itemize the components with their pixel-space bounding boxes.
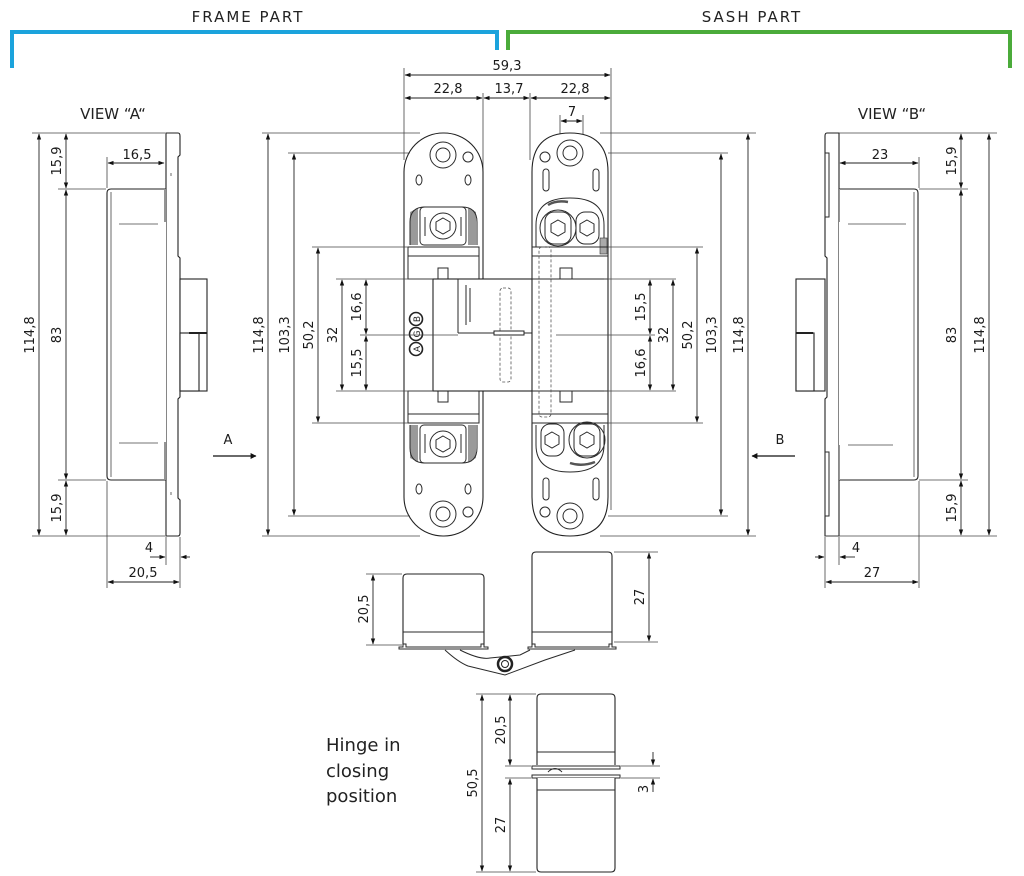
view-b-dim-flange: 4 — [852, 541, 860, 556]
dim-frame-width: 22,8 — [434, 82, 463, 97]
view-a-dim-total-height: 114,8 — [23, 316, 38, 353]
dim-gap-width: 13,7 — [495, 82, 524, 97]
frame-front-dimensions: 114,8 103,3 50,2 32 16,6 15,5 — [252, 132, 458, 537]
view-b-dim-bottom-margin: 15,9 — [945, 494, 960, 523]
dim-total-width: 59,3 — [493, 59, 522, 74]
view-b-title: VIEW “B“ — [858, 105, 926, 123]
view-b-dim-body-height: 83 — [945, 327, 960, 344]
dim-sash-width: 22,8 — [561, 82, 590, 97]
agb-logo: B G A — [408, 311, 424, 357]
closing-note-line-2: closing — [326, 761, 389, 782]
view-b: VIEW “B“ 114,8 15,9 83 15,9 23 4 — [751, 105, 997, 588]
frame-dim-total: 114,8 — [252, 316, 267, 353]
view-b-dim-top-margin: 15,9 — [945, 147, 960, 176]
hinge-open-view: 20,5 27 — [357, 551, 658, 676]
closed-dim-frame-depth: 20,5 — [494, 716, 509, 745]
closing-note-line-3: position — [326, 786, 397, 807]
view-a: VIEW “A“ 114,8 15,9 83 15,9 16,5 — [23, 105, 257, 588]
view-b-arrow-label: B — [776, 433, 785, 448]
closing-note-line-1: Hinge in — [326, 735, 401, 756]
sash-dim-upper: 15,5 — [634, 293, 649, 322]
frame-part-label: FRAME PART — [192, 8, 305, 26]
sash-dim-body: 50,2 — [681, 321, 696, 350]
view-a-dim-bottom-margin: 15,9 — [50, 494, 65, 523]
sash-front-dimensions: 114,8 103,3 50,2 32 15,5 16,6 — [556, 132, 756, 537]
sash-dim-holes: 103,3 — [705, 316, 720, 353]
sash-part-header: SASH PART — [506, 8, 1012, 68]
frame-dim-lower: 15,5 — [350, 349, 365, 378]
closed-dim-total: 50,5 — [466, 769, 481, 798]
frame-dim-holes: 103,3 — [278, 316, 293, 353]
svg-text:G: G — [413, 330, 423, 337]
top-dimensions: 59,3 22,8 13,7 22,8 7 — [403, 59, 612, 218]
frame-dim-body: 50,2 — [302, 321, 317, 350]
frame-dim-center: 32 — [326, 327, 341, 344]
sash-part-bracket — [506, 30, 1012, 68]
open-dim-frame-depth: 20,5 — [357, 595, 372, 624]
sash-dim-center: 32 — [657, 327, 672, 344]
view-a-dim-flange: 4 — [145, 541, 153, 556]
closed-dim-sash-depth: 27 — [494, 817, 509, 834]
view-a-title: VIEW “A“ — [80, 105, 146, 123]
svg-text:A: A — [413, 345, 423, 352]
view-b-dim-total-height: 114,8 — [973, 316, 988, 353]
dim-hole-offset: 7 — [568, 105, 576, 120]
sash-part-front-view — [531, 132, 612, 537]
sash-dim-lower: 16,6 — [634, 349, 649, 378]
frame-dim-upper: 16,6 — [350, 293, 365, 322]
view-a-dim-total-depth: 20,5 — [129, 566, 158, 581]
svg-text:B: B — [413, 316, 423, 322]
sash-part-label: SASH PART — [702, 8, 802, 26]
sash-dim-total: 114,8 — [732, 316, 747, 353]
view-a-dim-depth-top: 16,5 — [123, 148, 152, 163]
view-b-dim-total-depth: 27 — [864, 566, 881, 581]
view-a-arrow-label: A — [224, 433, 233, 448]
open-dim-sash-depth: 27 — [633, 589, 648, 606]
view-b-dim-depth-top: 23 — [872, 148, 889, 163]
view-a-dim-body-height: 83 — [50, 327, 65, 344]
frame-part-bracket — [10, 30, 499, 68]
closed-dim-gap: 3 — [637, 785, 652, 793]
frame-part-header: FRAME PART — [10, 8, 499, 68]
hinge-closed-view: Hinge in closing position 50,5 20,5 27 3 — [326, 693, 660, 873]
view-a-dim-top-margin: 15,9 — [50, 147, 65, 176]
